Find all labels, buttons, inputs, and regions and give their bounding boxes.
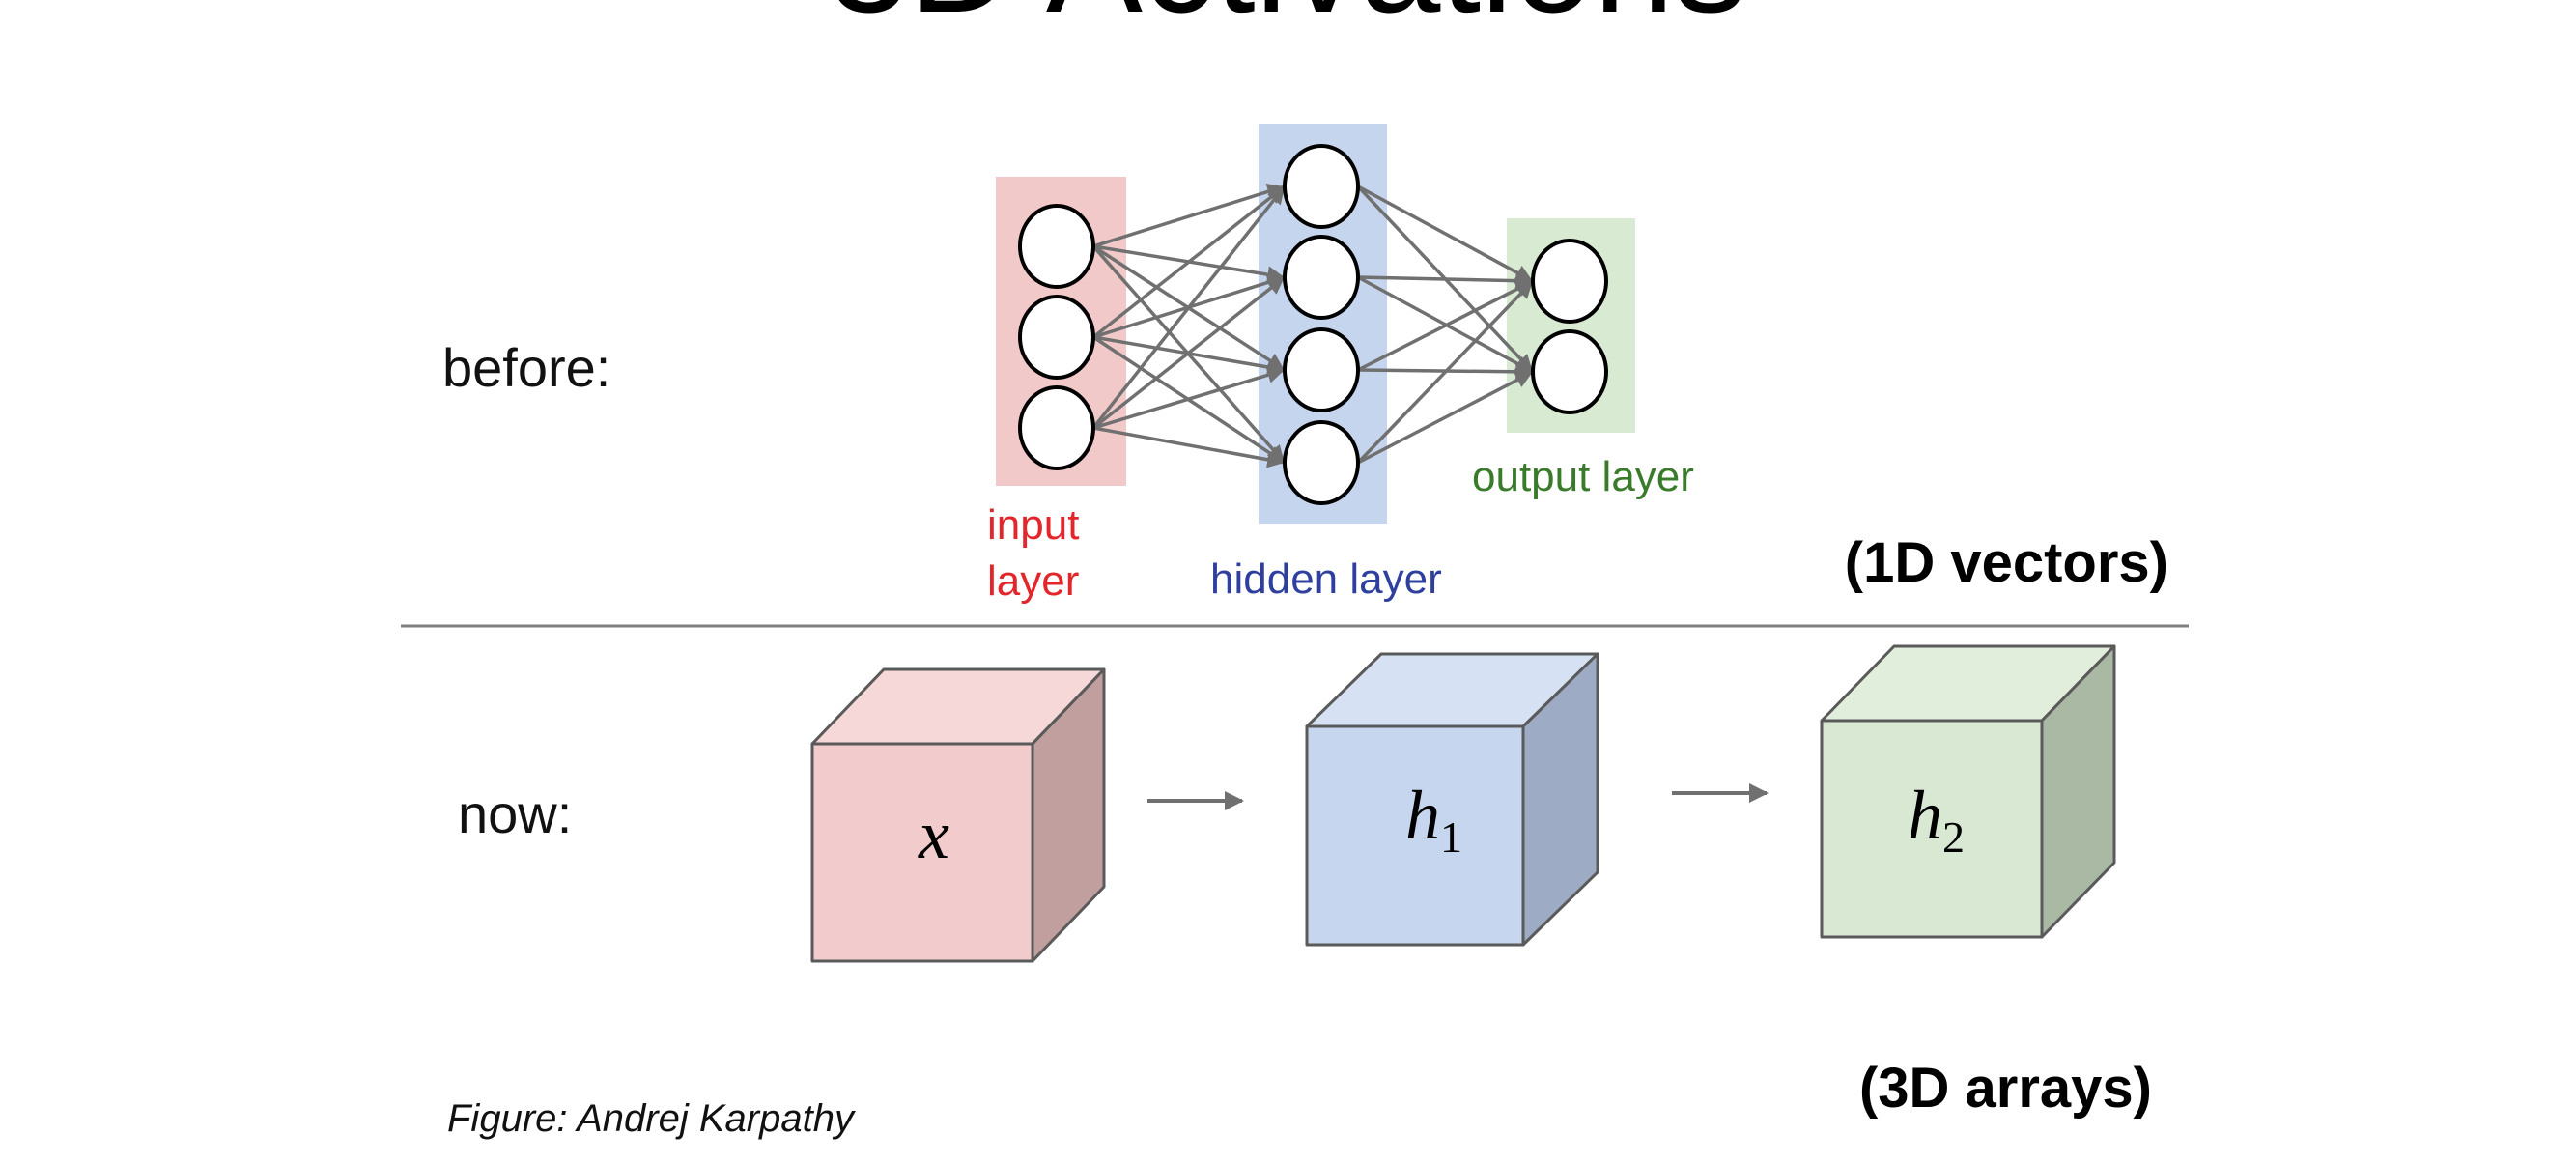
- cube-h2: h2: [1820, 644, 2116, 939]
- cube-front-face: [1820, 719, 2044, 939]
- connection-edge: [1092, 183, 1285, 248]
- cube-label: h1: [1405, 777, 1462, 862]
- neuron: [1283, 327, 1360, 412]
- connection-edge: [1357, 271, 1533, 290]
- connection-edge: [1091, 186, 1286, 430]
- before-label: before:: [442, 337, 610, 398]
- neurons: [1018, 144, 1608, 505]
- connection-edge: [1091, 276, 1285, 430]
- connection-edge: [1356, 281, 1533, 465]
- cube-front-face: [1305, 724, 1525, 947]
- neural-network-diagram: [996, 124, 1635, 524]
- connection-edge: [1092, 366, 1285, 430]
- connection-edge: [1357, 280, 1533, 372]
- neuron: [1018, 204, 1095, 289]
- cube-subscript: 1: [1440, 812, 1462, 862]
- hidden-layer-label: hidden layer: [1210, 555, 1442, 603]
- connection-edge: [1091, 185, 1285, 339]
- connection-edge: [1092, 426, 1285, 468]
- cube-front-face: [810, 742, 1034, 963]
- now-note: (3D arrays): [1859, 1057, 2152, 1120]
- output-layer-label: output layer: [1472, 453, 1694, 500]
- slide-title: 3D Activations: [829, 0, 1746, 43]
- cube-h1: h1: [1305, 652, 1599, 947]
- connection-edge: [1357, 371, 1533, 465]
- cube-symbol: h: [1908, 777, 1942, 854]
- cube-symbol: h: [1405, 777, 1440, 854]
- before-note: (1D vectors): [1845, 531, 2168, 594]
- neuron: [1018, 295, 1095, 380]
- input-layer-label-line2: layer: [987, 557, 1079, 605]
- now-label: now:: [458, 783, 572, 844]
- input-layer-label-line1: input: [987, 501, 1079, 549]
- connection-edge: [1357, 185, 1533, 282]
- connections: [1091, 183, 1533, 468]
- cube-label: x: [918, 796, 949, 873]
- neuron: [1531, 329, 1608, 414]
- cube-x: x: [810, 667, 1106, 963]
- neuron: [1018, 385, 1095, 470]
- figure-credit: Figure: Andrej Karpathy: [447, 1097, 857, 1140]
- cube-label: h2: [1908, 777, 1965, 862]
- neuron: [1283, 144, 1360, 229]
- cube-symbol: x: [918, 796, 949, 873]
- cube-subscript: 2: [1942, 812, 1965, 862]
- neuron: [1283, 235, 1360, 320]
- neuron: [1283, 420, 1360, 505]
- neuron: [1531, 239, 1608, 324]
